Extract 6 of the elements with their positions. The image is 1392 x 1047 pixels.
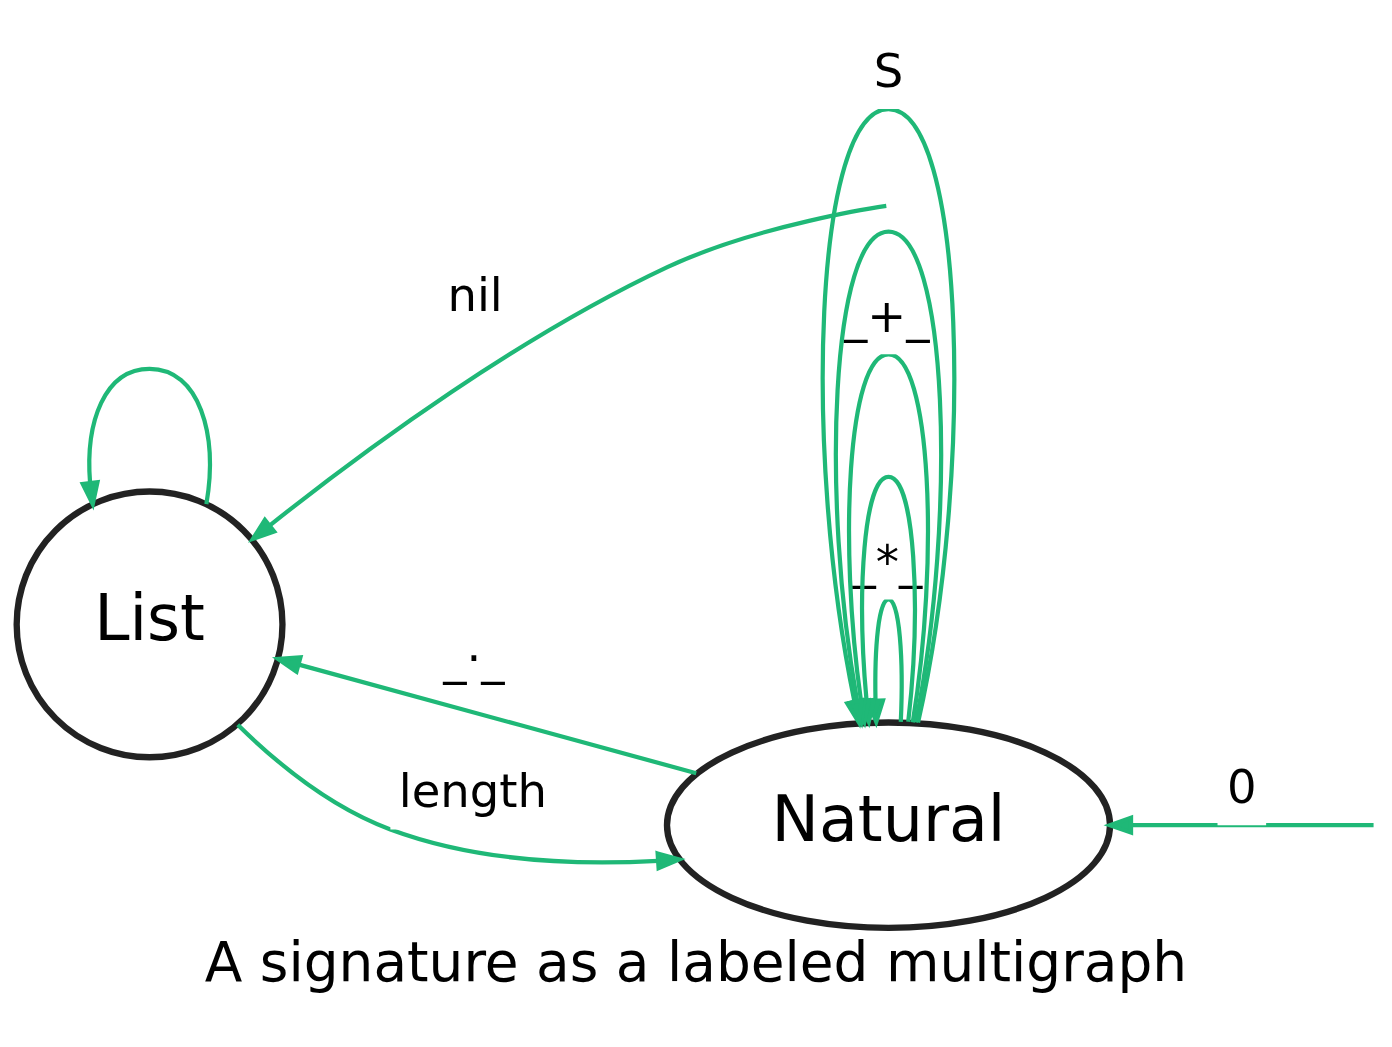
edge-label: _·_ [443, 630, 505, 685]
edge-label: 0 [1227, 759, 1257, 814]
edge-label: S [873, 43, 904, 98]
edge-label: length [398, 763, 548, 818]
edge-label: nil [447, 267, 503, 322]
caption: A signature as a labeled multigraph [204, 929, 1188, 994]
